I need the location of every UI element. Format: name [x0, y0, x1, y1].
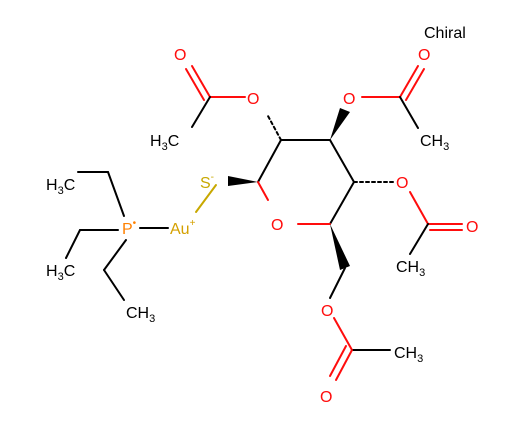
c2-methyl: H3C — [150, 133, 179, 153]
ring-oxygen: O — [271, 217, 283, 234]
bond-ethyl3-ch3 — [103, 269, 125, 301]
bond-c-o-double7 — [335, 349, 353, 381]
c4-carbonyl-oxygen: O — [466, 219, 478, 236]
bond-p-ethyl3 — [103, 239, 127, 271]
c6-carbonyl-oxygen: O — [320, 389, 332, 406]
bond-c4-c5 — [329, 181, 355, 225]
bond-carbonyl-methyl-c2 — [191, 96, 211, 128]
bond-o-carbonyl-c6 — [333, 317, 353, 351]
bond-c-o-double1 — [191, 65, 211, 98]
hashed-bond-c2-o — [267, 115, 282, 141]
bond-p-ethyl1 — [107, 171, 125, 217]
c6-methyl: CH3 — [394, 345, 423, 365]
acetoxy-c4: O O CH3 — [353, 175, 478, 279]
bond-c-o-double4 — [405, 68, 425, 101]
wedge-c1-s — [228, 176, 258, 186]
c4-methyl: CH3 — [396, 259, 425, 279]
acetoxymethyl-c6: O CH3 O — [320, 224, 423, 406]
phosphorus-atom: P• — [122, 218, 137, 238]
sulfur-atom: S- — [200, 172, 214, 192]
bond-carbonyl-methyl-c4 — [409, 223, 429, 255]
bond-s-au — [195, 184, 217, 213]
c3-methyl: CH3 — [420, 133, 449, 153]
pyranose-ring — [257, 139, 355, 225]
ethyl-mid-methyl: H3C — [46, 263, 75, 283]
wedge-c5-c6 — [330, 224, 350, 270]
bond-o-carbonyl-c4 — [409, 191, 429, 225]
bond-c-o-double8 — [329, 345, 347, 377]
bond-c3-c4 — [329, 139, 355, 183]
bond-c6-o — [329, 267, 346, 299]
c2-carbonyl-oxygen: O — [174, 47, 186, 64]
wedge-c3-o — [330, 108, 350, 140]
bond-c-o-double3 — [399, 65, 419, 98]
bond-carbonyl-methyl-c3 — [399, 96, 419, 129]
bond-ethyl2-ch3 — [65, 229, 81, 259]
c3-ester-oxygen: O — [343, 91, 355, 108]
ethyl-top-methyl: H3C — [46, 177, 75, 197]
gold-atom: Au+ — [170, 218, 196, 238]
acetoxy-c3: O O CH3 — [330, 47, 449, 153]
c6-ester-oxygen: O — [321, 303, 333, 320]
bond-oring-c1 — [257, 181, 269, 201]
bond-c-o-double2 — [185, 68, 205, 101]
chiral-label: Chiral — [424, 25, 466, 42]
ethyl-bottom-methyl: CH3 — [126, 305, 155, 325]
c2-ester-oxygen: O — [247, 91, 259, 108]
acetoxy-c2: O O H3C — [150, 47, 282, 153]
bond-c1-c2 — [257, 139, 282, 183]
c3-carbonyl-oxygen: O — [418, 47, 430, 64]
c4-ester-oxygen: O — [396, 175, 408, 192]
